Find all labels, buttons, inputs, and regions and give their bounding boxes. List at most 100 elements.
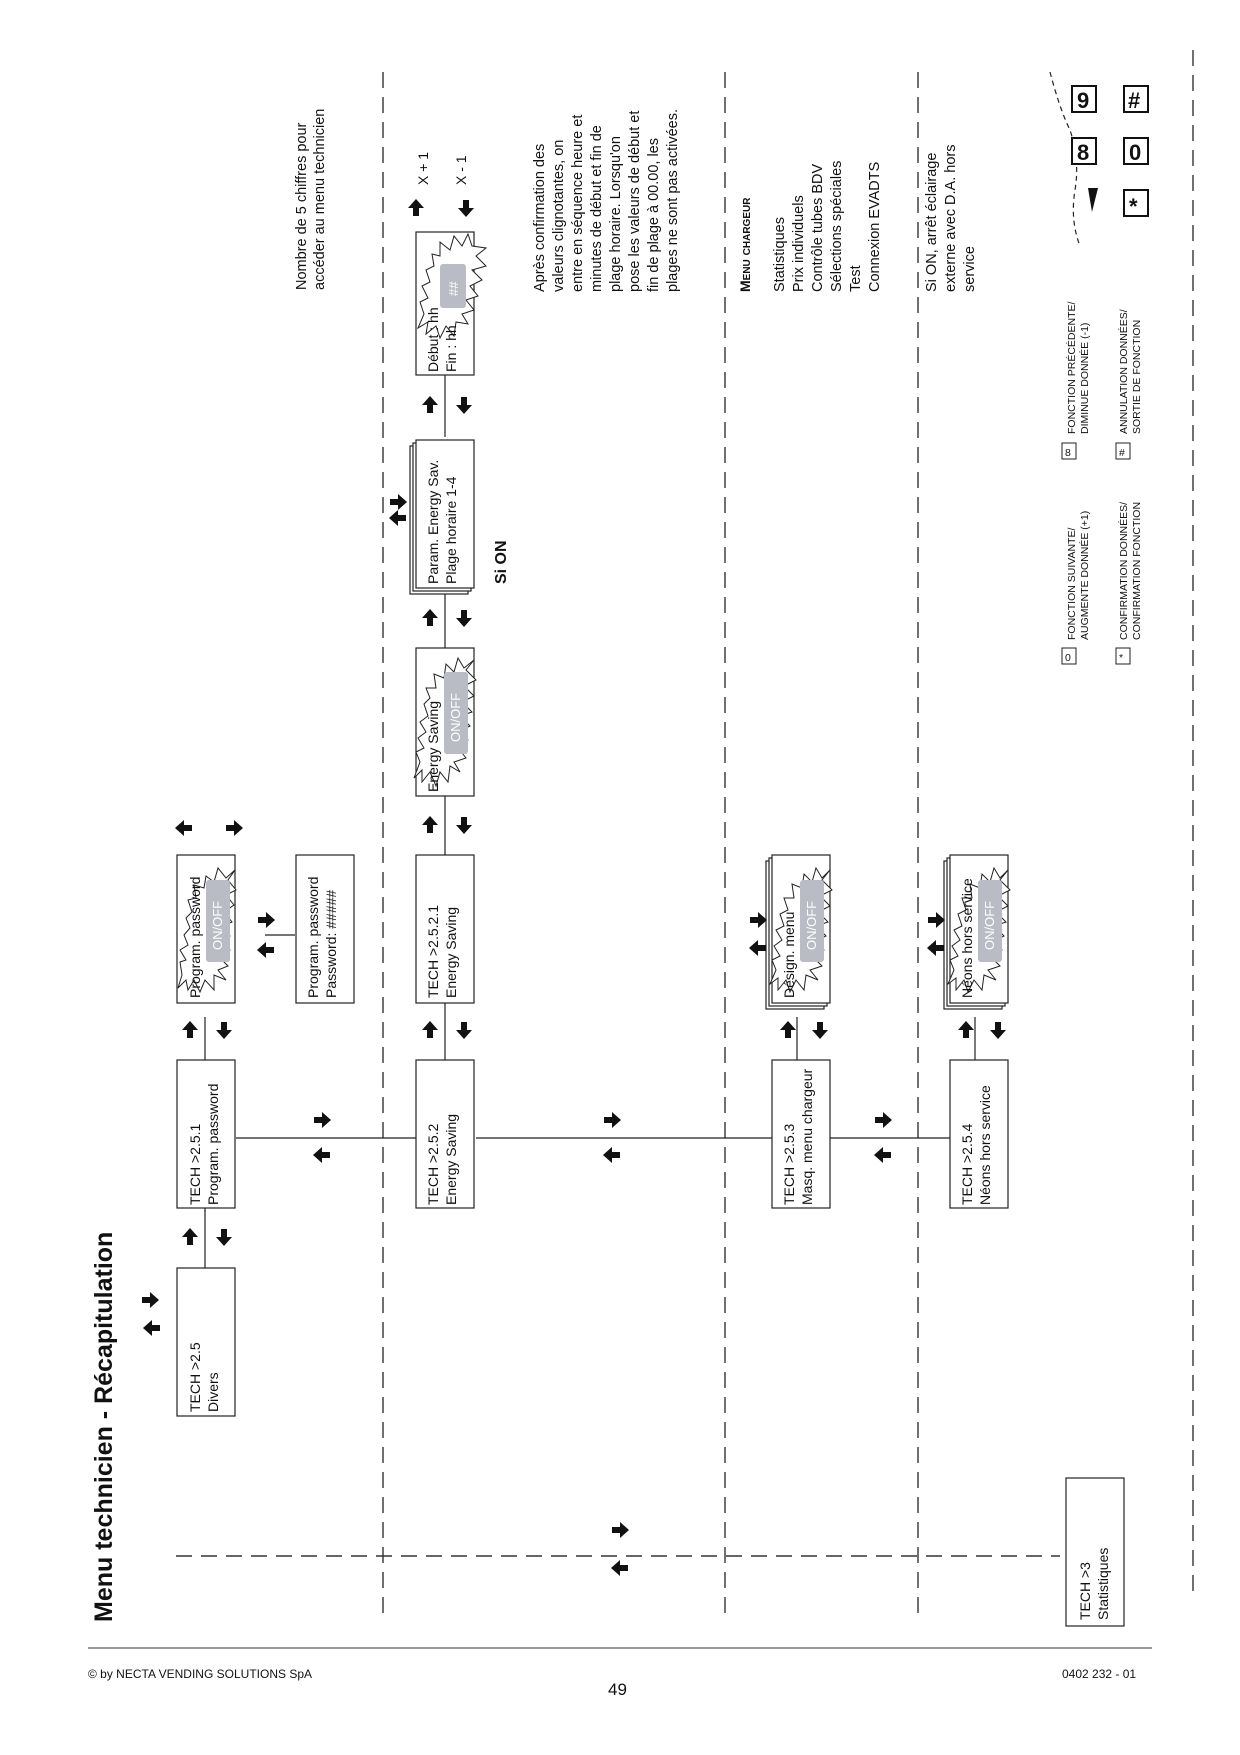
box-tech3: TECH >3 Statistiques — [1065, 1477, 1125, 1627]
box-design-menu: ON/OFF Désign. menu — [765, 854, 833, 1010]
box-tech25-line2: Divers — [205, 1372, 221, 1412]
box-neons-label: Néons hors service — [959, 878, 975, 998]
legend-text: FONCTION SUIVANTE/ — [1066, 528, 1078, 640]
box-prog-pwd-entry: Program. password Password: ##### — [295, 854, 355, 1004]
note-energy-line: entre en séquence heure et — [570, 115, 586, 292]
onoff-label-design: ON/OFF — [804, 901, 819, 950]
note-energy: Après confirmation des valeurs clignotan… — [532, 109, 681, 292]
box-tech254: TECH >2.5.4 Néons hors service — [949, 1059, 1009, 1209]
box-tech252-line2: Energy Saving — [443, 1114, 459, 1205]
box-param-energy-line2: Plage horaire 1-4 — [443, 476, 459, 584]
menu-chargeur-item: Prix individuels — [791, 195, 807, 292]
box-prog-pwd-entry-line1: Program. password — [305, 877, 321, 998]
box-tech3-line1: TECH >3 — [1077, 1562, 1093, 1620]
box-tech3-line2: Statistiques — [1095, 1548, 1111, 1620]
note-neons: Si ON, arrêt éclairage externe avec D.A.… — [924, 145, 978, 293]
section-separators — [176, 50, 1194, 1620]
legend-key: 8 — [1065, 447, 1071, 459]
box-fin-line: Fin : hh — [443, 325, 459, 372]
page-title: Menu technicien - Récapitulation — [90, 1232, 118, 1622]
box-param-energy-line1: Param. Energy Sav. — [425, 460, 441, 584]
nav-arrows — [142, 199, 1006, 1576]
keypad-key-8: 8 — [1077, 140, 1089, 165]
note-energy-line: plage horaire. Lorsqu'on — [608, 136, 624, 292]
keypad-key-0: 0 — [1129, 140, 1141, 165]
legend: 0 FONCTION SUIVANTE/ AUGMENTE DONNÉE (+1… — [1061, 301, 1143, 665]
keypad-key-9: 9 — [1077, 88, 1089, 113]
legend-item-hash: # ANNULATION DONNÉES/ SORTIE DE FONCTION — [1115, 309, 1143, 460]
box-debut-line: Début : hh — [425, 307, 441, 372]
note-energy-line: Après confirmation des — [532, 144, 548, 292]
box-prog-pwd-toggle-label: Program. password — [187, 877, 203, 998]
box-tech25: TECH >2.5 Divers — [176, 1267, 236, 1417]
note-password-line: Nombre de 5 chiffres pour — [294, 122, 310, 290]
note-menu-chargeur: Menu chargeur Statistiques Prix individu… — [737, 161, 883, 292]
legend-text: CONFIRMATION DONNÉES/ — [1117, 502, 1130, 640]
box-tech252: TECH >2.5.2 Energy Saving — [415, 1059, 475, 1209]
note-neons-line: service — [962, 246, 978, 292]
legend-key: # — [1119, 447, 1125, 459]
menu-chargeur-item: Sélections spéciales — [829, 161, 845, 292]
legend-text: AUGMENTE DONNÉE (+1) — [1078, 511, 1091, 640]
menu-chargeur-item: Connexion EVADTS — [867, 162, 883, 292]
box-tech252-line1: TECH >2.5.2 — [425, 1123, 441, 1205]
menu-chargeur-item: Test — [848, 265, 864, 292]
box-energy-toggle: ON/OFF Energy Saving — [413, 647, 477, 797]
x-plus-label: X + 1 — [415, 152, 431, 185]
onoff-label-energy: ON/OFF — [448, 693, 463, 742]
legend-text: SORTIE DE FONCTION — [1131, 320, 1143, 434]
box-tech251-line2: Program. password — [205, 1084, 221, 1205]
legend-item-star: * CONFIRMATION DONNÉES/ CONFIRMATION FON… — [1115, 502, 1143, 665]
box-tech2521-line1: TECH >2.5.2.1 — [425, 905, 441, 998]
box-neons: ON/OFF Néons hors service — [943, 854, 1011, 1010]
note-energy-line: plages ne sont pas activées. — [665, 109, 681, 292]
legend-item-8: 8 FONCTION PRÉCÉDENTE/ DIMINUE DONNÉE (-… — [1061, 301, 1091, 460]
box-tech2521-line2: Energy Saving — [443, 907, 459, 998]
box-prog-pwd-entry-line2: Password: ##### — [323, 890, 339, 998]
box-tech25-line1: TECH >2.5 — [187, 1342, 203, 1412]
onoff-label-neons: ON/OFF — [982, 901, 997, 950]
box-debut-fin: ## Début : hh Fin : hh — [415, 231, 488, 376]
keypad-key-hash: # — [1128, 88, 1140, 113]
legend-text: ANNULATION DONNÉES/ — [1117, 309, 1130, 434]
keypad-illustration: 8 9 * 0 # — [1049, 71, 1149, 247]
box-prog-pwd-toggle: ON/OFF Program. password — [176, 854, 237, 1004]
box-tech253: TECH >2.5.3 Masq. menu chargeur — [771, 1059, 831, 1209]
menu-chargeur-item: Contrôle tubes BDV — [810, 164, 826, 292]
note-energy-line: valeurs clignotantes, on — [551, 140, 567, 292]
box-tech253-line2: Masq. menu chargeur — [799, 1068, 815, 1205]
menu-chargeur-title: Menu chargeur — [737, 197, 753, 292]
hash-label: ## — [446, 281, 461, 296]
note-energy-line: fin de plage à 00.00, les — [646, 138, 662, 292]
box-tech253-line1: TECH >2.5.3 — [781, 1123, 797, 1205]
note-neons-line: externe avec D.A. hors — [943, 145, 959, 293]
note-energy-line: minutes de début et fin de — [589, 125, 605, 292]
box-param-energy: Param. Energy Sav. Plage horaire 1-4 — [409, 439, 475, 595]
note-energy-line: pose les valeurs de début et — [627, 111, 643, 292]
note-password-line: accéder au menu technicien — [312, 109, 328, 290]
legend-key: * — [1119, 652, 1123, 664]
legend-item-0: 0 FONCTION SUIVANTE/ AUGMENTE DONNÉE (+1… — [1061, 511, 1091, 665]
si-on-label: Si ON — [493, 540, 510, 584]
page-number: 49 — [608, 1680, 627, 1699]
legend-key: 0 — [1065, 652, 1071, 664]
keypad-key-star: * — [1129, 194, 1138, 219]
onoff-label-pwd: ON/OFF — [210, 901, 225, 950]
box-tech251-line1: TECH >2.5.1 — [187, 1123, 203, 1205]
box-tech251: TECH >2.5.1 Program. password — [176, 1059, 236, 1209]
note-neons-line: Si ON, arrêt éclairage — [924, 153, 940, 292]
note-password: Nombre de 5 chiffres pour accéder au men… — [294, 109, 328, 290]
box-tech2521: TECH >2.5.2.1 Energy Saving — [415, 854, 475, 1004]
legend-text: FONCTION PRÉCÉDENTE/ — [1065, 301, 1078, 434]
menu-chargeur-item: Statistiques — [772, 217, 788, 292]
x-minus-label: X - 1 — [453, 155, 469, 185]
legend-text: CONFIRMATION FONCTION — [1131, 502, 1143, 640]
box-tech254-line1: TECH >2.5.4 — [959, 1123, 975, 1205]
legend-text: DIMINUE DONNÉE (-1) — [1078, 323, 1091, 434]
doc-code: 0402 232 - 01 — [1062, 1667, 1137, 1681]
box-energy-toggle-label: Energy Saving — [425, 701, 441, 792]
copyright: © by NECTA VENDING SOLUTIONS SpA — [88, 1667, 313, 1681]
box-design-menu-label: Désign. menu — [781, 912, 797, 998]
box-tech254-line2: Néons hors service — [977, 1085, 993, 1205]
